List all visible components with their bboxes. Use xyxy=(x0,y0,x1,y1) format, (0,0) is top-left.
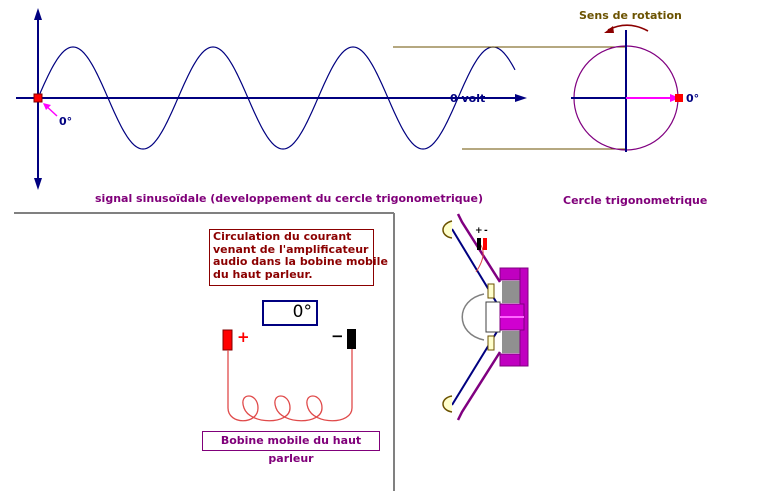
circle-angle-label: 0° xyxy=(686,92,700,105)
speaker-spider xyxy=(475,243,484,273)
speaker-minus-label: - xyxy=(484,226,488,236)
trig-circle xyxy=(571,24,683,152)
speaker-magnet-upper xyxy=(502,281,522,303)
origin-marker xyxy=(33,93,43,103)
sine-wave-curve xyxy=(37,46,516,150)
speaker-coil-winding-upper xyxy=(487,283,495,299)
plus-sign: + xyxy=(237,328,250,346)
minus-sign: − xyxy=(331,327,344,345)
speaker-surround-upper xyxy=(442,220,453,239)
speaker-terminal-minus xyxy=(483,238,487,250)
speaker-cross-section xyxy=(442,213,529,421)
speaker-terminal-plus xyxy=(477,238,481,250)
speaker-plus-label: + xyxy=(475,226,483,236)
rotation-direction-label: Sens de rotation xyxy=(579,9,682,22)
origin-angle-label: 0° xyxy=(59,115,73,128)
horizontal-axis-arrow xyxy=(515,94,527,102)
info-line: audio dans la bobine mobile xyxy=(213,255,388,268)
speaker-dust-cap xyxy=(461,293,485,341)
speaker-magnet-lower xyxy=(502,331,522,353)
speaker-frame-lower xyxy=(456,351,502,421)
coil-caption: Bobine mobile du haut parleur xyxy=(202,431,380,465)
origin-pointer-arrowhead xyxy=(43,103,51,110)
info-line: Circulation du courant xyxy=(213,230,352,243)
rotation-arrowhead xyxy=(604,26,614,33)
speaker-coil-winding-lower xyxy=(487,335,495,351)
circle-marker xyxy=(675,94,683,102)
negative-terminal xyxy=(347,329,356,349)
info-line: du haut parleur. xyxy=(213,267,313,281)
info-line: venant de l'amplificateur xyxy=(213,242,369,256)
coil-wire xyxy=(227,349,353,422)
rotation-arrow-icon xyxy=(607,24,649,32)
voice-coil-diagram xyxy=(222,329,356,422)
circle-caption: Cercle trigonometrique xyxy=(563,194,708,207)
speaker-surround-lower xyxy=(442,395,453,413)
sine-caption: signal sinusoïdale (developpement du cer… xyxy=(95,192,483,205)
sine-wave-graph xyxy=(16,8,527,190)
current-info-box: Circulation du courant venant de l'ampli… xyxy=(209,229,388,286)
positive-terminal xyxy=(222,329,233,351)
angle-display: 0° xyxy=(262,300,318,326)
speaker-coil-former xyxy=(485,301,501,333)
vertical-axis-arrow-up xyxy=(34,8,42,20)
speaker-frame-upper xyxy=(456,213,502,283)
zero-volt-label: 0 volt xyxy=(450,92,486,105)
vertical-axis-arrow-down xyxy=(34,178,42,190)
